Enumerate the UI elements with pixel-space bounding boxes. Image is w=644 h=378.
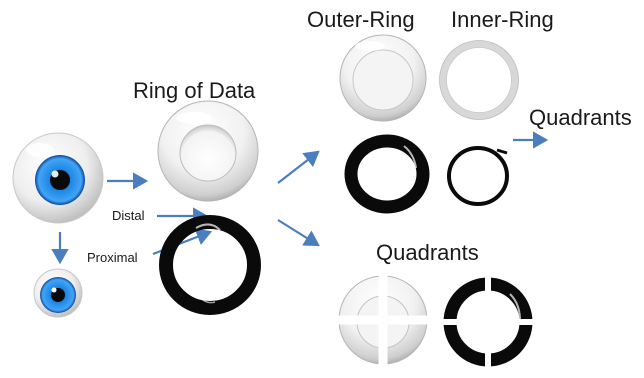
flow-arrows [51,131,549,265]
arrow-to-quadrants [277,219,320,247]
eye-large-icon [12,132,104,224]
label-ring-of-data: Ring of Data [133,78,256,103]
eye-small-icon [33,268,83,318]
label-quadrants-bottom: Quadrants [376,240,479,265]
glass-ring-data [157,100,259,202]
dark-ring-data [159,215,261,315]
glass-quadrants [330,270,436,372]
label-quadrants-right: Quadrants [529,105,632,130]
label-outer-ring: Outer-Ring [307,7,415,32]
dark-ring-inner [447,146,509,206]
dark-ring-outer [344,134,430,214]
label-inner-ring: Inner-Ring [451,7,554,32]
label-proximal: Proximal [87,250,138,265]
arrow-to-outer-inner [277,150,320,184]
glass-ring-outer [339,34,427,122]
glass-ring-inner [439,40,519,120]
dark-quadrants [438,270,540,372]
label-distal: Distal [112,208,145,223]
